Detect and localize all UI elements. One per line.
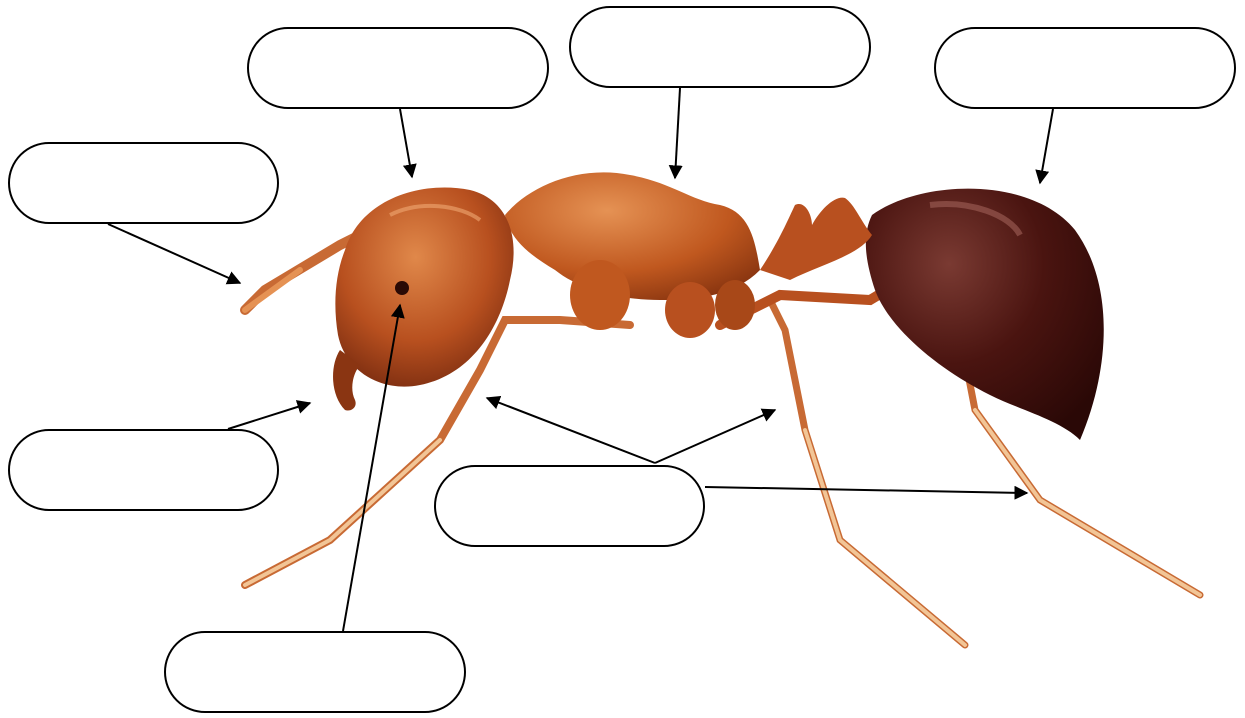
arrow-mandible [228, 403, 310, 429]
thorax-label-box[interactable] [569, 6, 871, 88]
thorax [505, 172, 760, 300]
mandible-label-box[interactable] [8, 429, 279, 511]
antenna-label-box[interactable] [8, 142, 279, 224]
abdomen-label-box[interactable] [934, 27, 1236, 109]
legs-label-box[interactable] [434, 465, 705, 547]
head-label-box[interactable] [247, 27, 549, 109]
ant-illustration [245, 172, 1200, 645]
gaster [866, 189, 1104, 440]
petiole [760, 198, 872, 280]
arrow-legs-middle [655, 410, 775, 463]
arrow-legs-hind [705, 487, 1027, 493]
arrow-legs-front [487, 398, 655, 463]
eye-label-box[interactable] [164, 631, 466, 713]
arrow-thorax [675, 88, 680, 178]
arrow-abdomen [1040, 109, 1053, 183]
eye-spot [395, 281, 409, 295]
arrow-head [400, 109, 412, 177]
arrow-antenna [108, 224, 240, 283]
